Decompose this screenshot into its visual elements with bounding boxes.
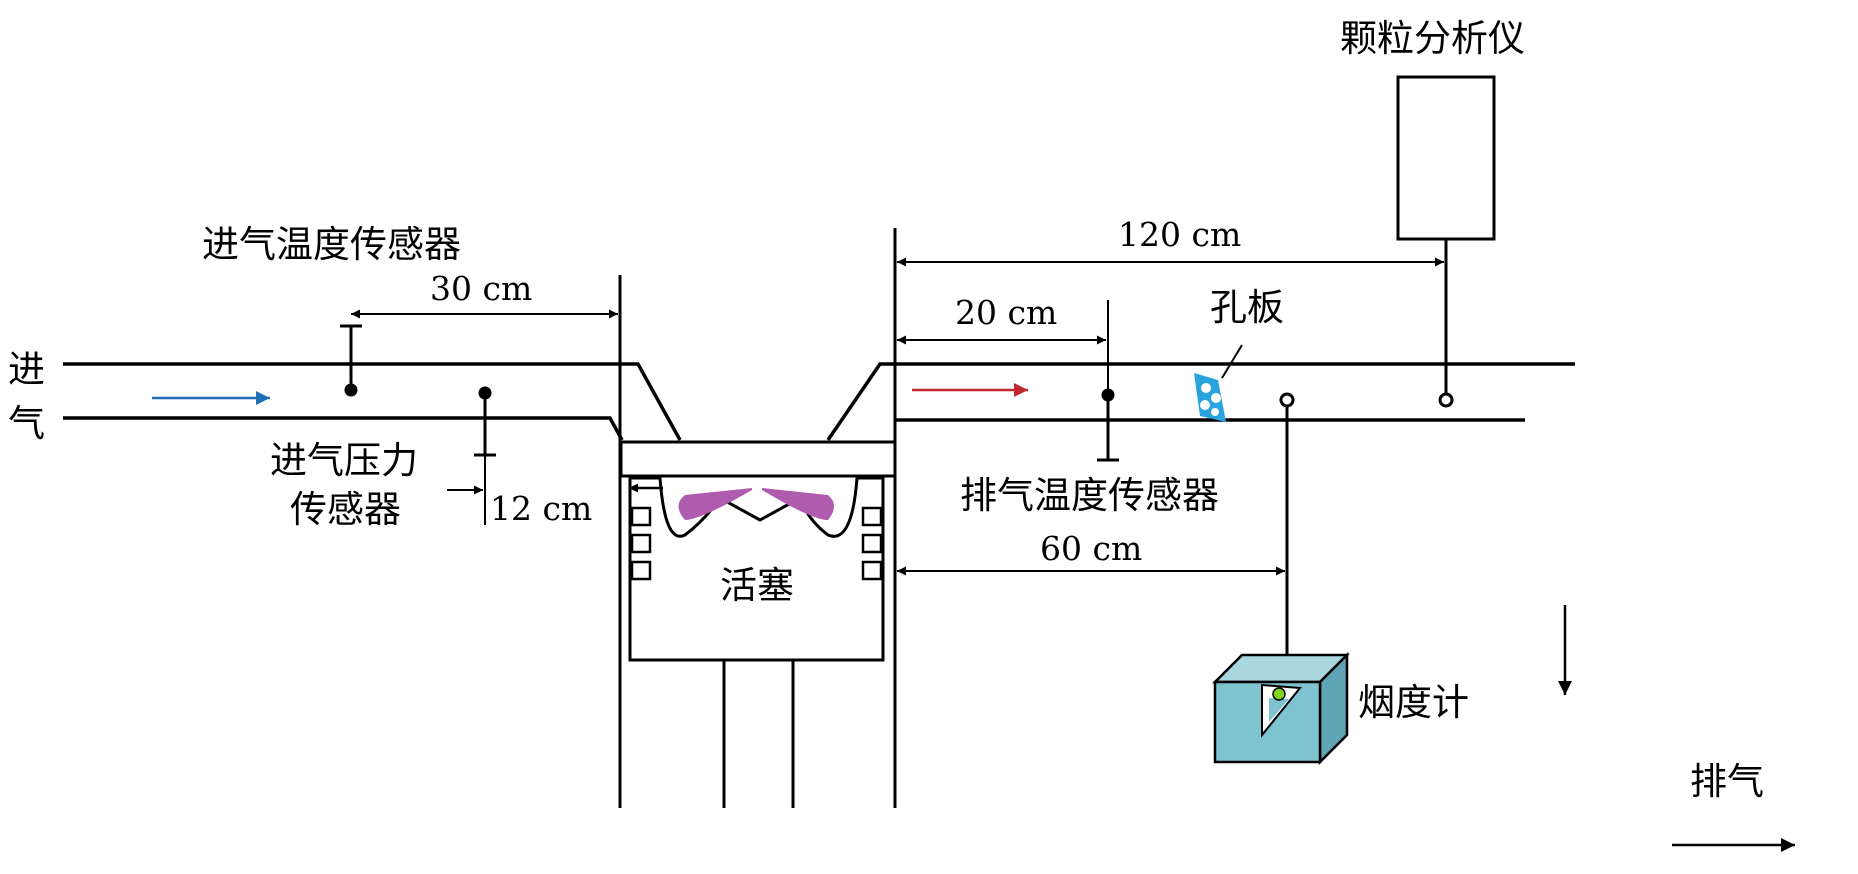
exhaust-temp-sensor-label: 排气温度传感器 [960,474,1219,517]
dimension-12cm [447,455,486,525]
fuel-spray [678,488,834,520]
intake-temp-sensor-label: 进气温度传感器 [202,223,461,266]
exhaust-label: 排气 [1690,760,1764,803]
particle-analyzer-label: 颗粒分析仪 [1340,17,1525,60]
intake-label-1: 进 [8,348,45,391]
piston [628,476,885,808]
piston-label: 活塞 [720,564,794,607]
intake-pressure-sensor [474,386,496,457]
intake-pipe [63,362,682,441]
intake-temp-sensor [340,324,362,397]
cylinder [618,228,897,808]
cylinder-head [619,440,897,478]
intake-label-2: 气 [8,402,45,445]
exhaust-pipe [826,362,1575,441]
dimension-20cm-label: 20 cm [955,293,1057,332]
smoke-meter-label: 烟度计 [1358,681,1469,724]
intake-pressure-sensor-label-2: 传感器 [290,488,401,531]
particle-analyzer [1396,75,1496,408]
dimension-120cm-label: 120 cm [1118,215,1241,254]
dimension-20cm [897,300,1109,395]
orifice-plate [1194,344,1243,422]
smoke-meter-probe [1279,392,1295,655]
dimension-60cm-label: 60 cm [1040,529,1142,568]
smoke-meter [1211,651,1351,766]
dimension-30cm-label: 30 cm [430,269,532,308]
intake-pressure-sensor-label-1: 进气压力 [270,439,418,482]
orifice-plate-label: 孔板 [1210,286,1284,329]
exhaust-temp-sensor [1097,388,1119,462]
dimension-12cm-label: 12 cm [490,489,592,528]
